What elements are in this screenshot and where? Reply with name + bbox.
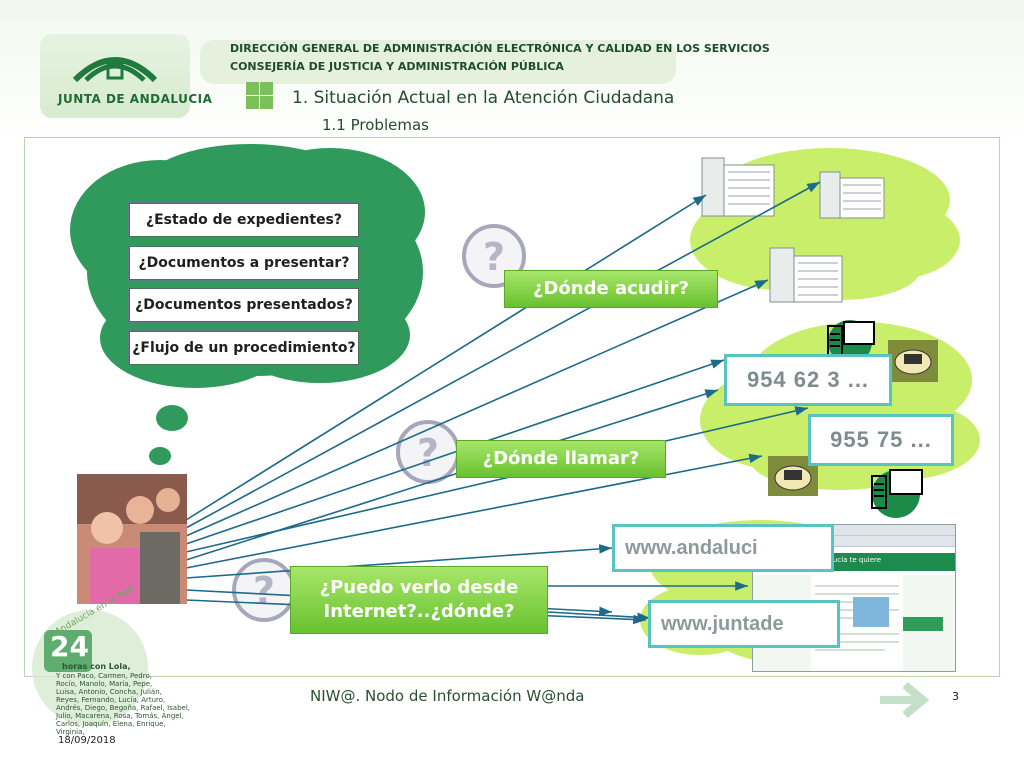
url-box-1: www.andaluci bbox=[612, 524, 834, 572]
badge-number: 24 bbox=[50, 630, 89, 663]
question-item-documentos-presentar: ¿Documentos a presentar? bbox=[128, 245, 360, 281]
where-go-label: ¿Dónde acudir? bbox=[504, 270, 718, 308]
badge-line2: Y con Paco, Carmen, Pedro, bbox=[56, 672, 152, 680]
svg-text:?: ? bbox=[483, 235, 505, 279]
footer-text: NIW@. Nodo de Información W@nda bbox=[310, 687, 585, 705]
family-photo bbox=[77, 474, 187, 604]
phone-icon-1 bbox=[888, 340, 938, 382]
where-call-label: ¿Dónde llamar? bbox=[456, 440, 666, 478]
org-line2: CONSEJERÍA DE JUSTICIA Y ADMINISTRACIÓN … bbox=[230, 60, 564, 73]
internet-question-line2: Internet?..¿dónde? bbox=[323, 601, 515, 622]
browser-image bbox=[853, 597, 889, 627]
junta-logo bbox=[40, 34, 190, 118]
junta-emblem-icon bbox=[72, 57, 158, 83]
page-number: 3 bbox=[952, 690, 959, 703]
side-badge: Andalucía en la Red 24 horas con Lola, Y… bbox=[44, 584, 194, 736]
svg-text:?: ? bbox=[417, 431, 439, 475]
title-squares-icon bbox=[246, 82, 286, 109]
badge-line7: Julio, Macarena, Rosa, Tomás, Ángel, bbox=[56, 712, 184, 720]
question-icon-3: ? bbox=[232, 558, 296, 622]
browser-toolbar bbox=[753, 536, 955, 547]
org-line1: DIRECCIÓN GENERAL DE ADMINISTRACIÓN ELEC… bbox=[230, 42, 770, 55]
svg-text:?: ? bbox=[253, 569, 275, 613]
question-item-expedientes: ¿Estado de expedientes? bbox=[128, 202, 360, 238]
question-item-documentos-presentados: ¿Documentos presentados? bbox=[128, 287, 360, 323]
page-title: 1. Situación Actual en la Atención Ciuda… bbox=[292, 88, 675, 108]
phone-number-1-text: 954 62 3 ... bbox=[746, 367, 870, 392]
url-box-2: www.juntade bbox=[648, 600, 840, 648]
phone-number-2: 955 75 ... bbox=[808, 414, 954, 466]
logo-text: JUNTA DE ANDALUCIA bbox=[58, 92, 213, 106]
badge-line6: Andrés, Diego, Begoña, Rafael, Isabel, bbox=[56, 704, 191, 712]
question-icon-2: ? bbox=[396, 420, 460, 484]
badge-line5: Reyes, Fernando, Lucía, Arturo, bbox=[56, 696, 166, 704]
computer-icon-2 bbox=[871, 469, 923, 518]
building-icon-2 bbox=[819, 171, 885, 219]
browser-banner-text: Andalucía te quiere bbox=[813, 556, 882, 564]
badge-line4: Luisa, Antonio, Concha, Julián, bbox=[56, 688, 162, 696]
decorative-arrow-icon bbox=[880, 681, 930, 719]
phone-number-1: 954 62 3 ... bbox=[724, 354, 892, 406]
phone-icon-2 bbox=[768, 456, 818, 496]
page-subtitle: 1.1 Problemas bbox=[322, 116, 429, 134]
building-icon-3 bbox=[769, 247, 843, 303]
url-1-text: www.andaluci bbox=[625, 536, 758, 559]
internet-question-label: ¿Puedo verlo desde Internet?..¿dónde? bbox=[290, 566, 548, 634]
badge-line1: horas con Lola, bbox=[62, 662, 131, 671]
phone-number-2-text: 955 75 ... bbox=[830, 427, 932, 452]
question-item-flujo: ¿Flujo de un procedimiento? bbox=[128, 330, 360, 366]
url-2-text: www.juntade bbox=[661, 612, 784, 635]
org-banner bbox=[200, 40, 676, 84]
internet-question-line1: ¿Puedo verlo desde bbox=[319, 576, 519, 598]
badge-line3: Rocío, Manolo, María, Pepe, bbox=[56, 680, 153, 688]
footer-date: 18/09/2018 bbox=[58, 735, 116, 746]
arrows bbox=[185, 181, 821, 625]
andalucia-24-badge bbox=[32, 610, 148, 726]
badge-line8: Carlos, Joaquín, Elena, Enrique, Virgini… bbox=[56, 720, 166, 736]
computer-icon-1 bbox=[827, 320, 875, 364]
building-icon-1 bbox=[701, 157, 775, 217]
browser-ad bbox=[903, 617, 943, 631]
browser-titlebar bbox=[753, 525, 955, 536]
